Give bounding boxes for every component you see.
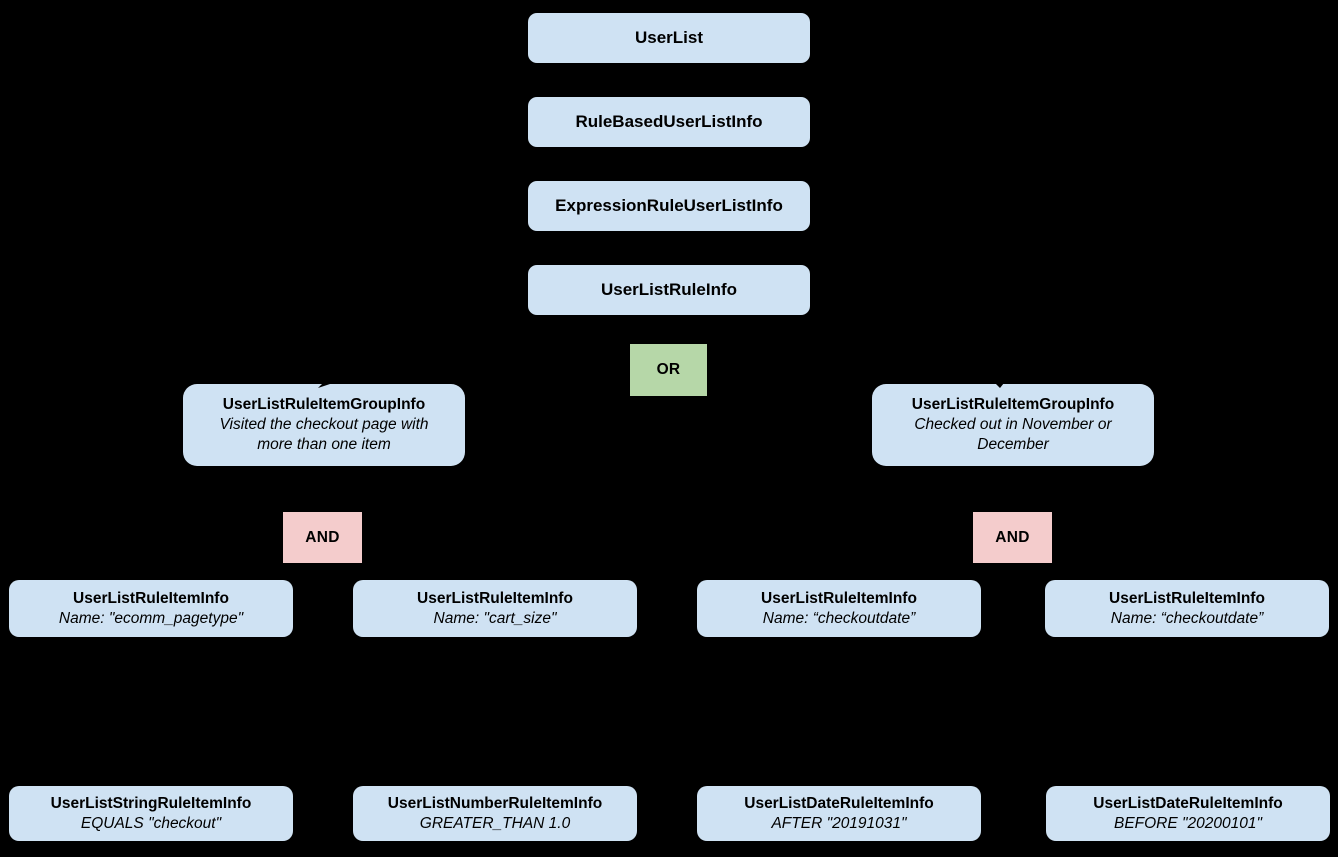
node-title: RuleBasedUserListInfo bbox=[575, 112, 763, 132]
node-detail: EQUALS "checkout" bbox=[80, 814, 222, 832]
node-description: Visited the checkout page with more than… bbox=[219, 416, 429, 453]
node-expression-rule-user-list-info: ExpressionRuleUserListInfo bbox=[528, 181, 810, 231]
rule-item-checkoutdate-2: UserListRuleItemInfo Name: “checkoutdate… bbox=[1045, 580, 1329, 637]
node-detail: Name: "ecomm_pagetype" bbox=[58, 609, 244, 627]
node-userlist: UserList bbox=[528, 13, 810, 63]
operator-and-left: AND bbox=[283, 512, 362, 563]
node-title: ExpressionRuleUserListInfo bbox=[555, 196, 783, 216]
operator-label: AND bbox=[305, 528, 340, 546]
operator-label: AND bbox=[995, 528, 1030, 546]
node-title: UserListRuleItemGroupInfo bbox=[222, 396, 426, 414]
node-title: UserListRuleInfo bbox=[600, 280, 738, 300]
node-title: UserListRuleItemInfo bbox=[1109, 589, 1265, 607]
rule-item-ecomm-pagetype: UserListRuleItemInfo Name: "ecomm_pagety… bbox=[9, 580, 293, 637]
node-title: UserList bbox=[634, 28, 704, 48]
operator-or: OR bbox=[630, 344, 707, 396]
node-title: UserListNumberRuleItemInfo bbox=[387, 794, 603, 812]
node-detail: Name: “checkoutdate” bbox=[762, 609, 916, 627]
node-detail: GREATER_THAN 1.0 bbox=[419, 814, 571, 832]
connector-arrowhead-icon bbox=[318, 374, 354, 388]
node-detail: AFTER "20191031" bbox=[771, 814, 907, 832]
leaf-string-rule-item: UserListStringRuleItemInfo EQUALS "check… bbox=[9, 786, 293, 841]
connector-arrowhead-icon bbox=[978, 373, 1012, 388]
group-checked-out-nov-dec: UserListRuleItemGroupInfo Checked out in… bbox=[872, 384, 1154, 466]
group-checkout-page: UserListRuleItemGroupInfo Visited the ch… bbox=[183, 384, 465, 466]
node-detail: Name: "cart_size" bbox=[433, 609, 557, 627]
node-title: UserListRuleItemInfo bbox=[761, 589, 917, 607]
leaf-date-rule-item-before: UserListDateRuleItemInfo BEFORE "2020010… bbox=[1046, 786, 1330, 841]
node-detail: Name: “checkoutdate” bbox=[1110, 609, 1264, 627]
node-title: UserListRuleItemGroupInfo bbox=[911, 396, 1115, 414]
node-title: UserListRuleItemInfo bbox=[417, 589, 573, 607]
leaf-number-rule-item: UserListNumberRuleItemInfo GREATER_THAN … bbox=[353, 786, 637, 841]
rule-item-cart-size: UserListRuleItemInfo Name: "cart_size" bbox=[353, 580, 637, 637]
node-detail: BEFORE "20200101" bbox=[1113, 814, 1262, 832]
node-title: UserListStringRuleItemInfo bbox=[50, 794, 252, 812]
node-title: UserListDateRuleItemInfo bbox=[744, 794, 934, 812]
node-rule-based-user-list-info: RuleBasedUserListInfo bbox=[528, 97, 810, 147]
operator-and-right: AND bbox=[973, 512, 1052, 563]
node-user-list-rule-info: UserListRuleInfo bbox=[528, 265, 810, 315]
operator-label: OR bbox=[656, 361, 681, 378]
leaf-date-rule-item-after: UserListDateRuleItemInfo AFTER "20191031… bbox=[697, 786, 981, 841]
rule-item-checkoutdate-1: UserListRuleItemInfo Name: “checkoutdate… bbox=[697, 580, 981, 637]
node-title: UserListRuleItemInfo bbox=[73, 589, 229, 607]
node-description: Checked out in November or December bbox=[914, 416, 1112, 453]
node-title: UserListDateRuleItemInfo bbox=[1093, 794, 1283, 812]
